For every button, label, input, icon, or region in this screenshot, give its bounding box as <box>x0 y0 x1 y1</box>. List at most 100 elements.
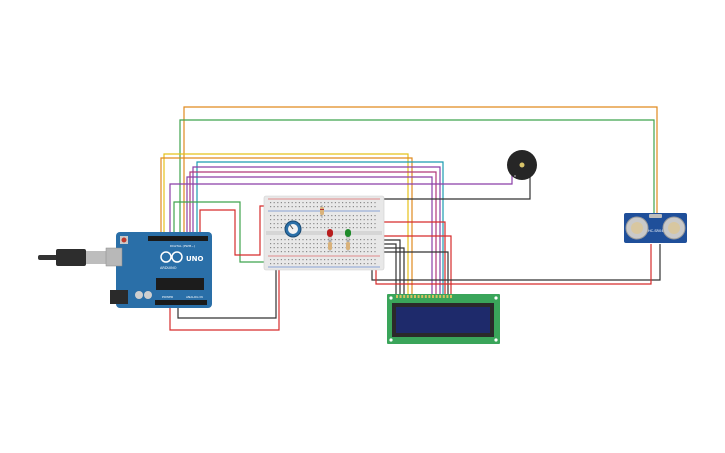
breadboard-hole <box>331 251 333 253</box>
breadboard-hole <box>370 251 372 253</box>
wire-black-gnd[interactable] <box>177 268 277 319</box>
breadboard-hole <box>345 239 347 241</box>
breadboard-hole <box>356 219 358 221</box>
wire-red-sensor[interactable] <box>375 244 652 285</box>
resistor-3[interactable] <box>346 240 350 252</box>
breadboard-hole <box>277 263 279 265</box>
breadboard-hole <box>295 243 297 245</box>
wire-orange-lcd[interactable] <box>160 157 413 295</box>
digital-header <box>148 236 208 241</box>
breadboard-hole <box>284 247 286 249</box>
led-green[interactable] <box>345 229 351 242</box>
breadboard-hole <box>327 251 329 253</box>
breadboard-hole <box>298 263 300 265</box>
breadboard-hole <box>273 223 275 225</box>
breadboard-hole <box>342 243 344 245</box>
piezo-buzzer[interactable] <box>507 150 537 180</box>
resistor-1[interactable] <box>320 205 324 218</box>
wire-black-lcd-2[interactable] <box>380 243 397 295</box>
wire-red-lcd[interactable] <box>380 235 452 295</box>
breadboard-hole <box>284 243 286 245</box>
wire-black-buzzer[interactable] <box>380 172 531 200</box>
wire-black-lcd-1[interactable] <box>380 239 401 295</box>
wire-black-sensor[interactable] <box>371 244 661 281</box>
breadboard-hole <box>331 219 333 221</box>
breadboard-hole <box>363 239 365 241</box>
breadboard-hole <box>320 202 322 204</box>
lcd-mount-hole-1 <box>389 296 393 300</box>
breadboard-hole <box>298 259 300 261</box>
wire-red-5v[interactable] <box>169 268 280 331</box>
breadboard-hole <box>284 239 286 241</box>
breadboard-hole <box>313 223 315 225</box>
digital-label: DIGITAL (PWM~) <box>170 244 195 248</box>
breadboard-hole <box>331 223 333 225</box>
wire-red-bb[interactable] <box>199 205 268 256</box>
breadboard-hole <box>360 215 362 217</box>
breadboard[interactable] <box>263 195 385 271</box>
breadboard-hole <box>302 223 304 225</box>
usb-plug <box>56 249 86 266</box>
breadboard-hole <box>277 247 279 249</box>
breadboard-hole <box>291 251 293 253</box>
breadboard-hole <box>284 223 286 225</box>
breadboard-hole <box>273 259 275 261</box>
breadboard-hole <box>302 263 304 265</box>
breadboard-hole <box>342 247 344 249</box>
breadboard-hole <box>277 223 279 225</box>
breadboard-hole <box>338 215 340 217</box>
breadboard-hole <box>363 243 365 245</box>
breadboard-hole <box>313 259 315 261</box>
breadboard-hole <box>270 247 272 249</box>
arduino-uno[interactable]: UNO ARDUINO DIGITAL (PWM~) POWER ANALOG … <box>38 232 212 308</box>
breadboard-hole <box>302 247 304 249</box>
breadboard-hole <box>284 202 286 204</box>
wire-yellow-lcd[interactable] <box>163 153 409 295</box>
wire-black-lcd-4[interactable] <box>380 251 449 295</box>
breadboard-hole <box>316 247 318 249</box>
breadboard-hole <box>313 215 315 217</box>
lcd-display[interactable] <box>387 294 500 344</box>
breadboard-hole <box>349 223 351 225</box>
breadboard-hole <box>295 259 297 261</box>
uno-label: UNO <box>186 255 204 263</box>
wire-purple-buzzer[interactable] <box>169 174 513 238</box>
ultrasonic-sensor[interactable]: HC-SR04 <box>624 213 687 243</box>
wire-green-sensor[interactable] <box>179 119 655 238</box>
breadboard-hole <box>360 202 362 204</box>
breadboard-hole <box>342 259 344 261</box>
breadboard-hole <box>324 239 326 241</box>
wire-magenta-lcd[interactable] <box>189 171 437 295</box>
breadboard-hole <box>349 251 351 253</box>
breadboard-hole <box>270 219 272 221</box>
led-red[interactable] <box>327 229 333 242</box>
breadboard-hole <box>320 243 322 245</box>
breadboard-hole <box>327 202 329 204</box>
breadboard-hole <box>327 259 329 261</box>
wire-black-lcd-3[interactable] <box>380 247 405 295</box>
wire-orange-sensor[interactable] <box>183 106 658 238</box>
breadboard-hole <box>349 206 351 208</box>
breadboard-hole <box>306 202 308 204</box>
breadboard-hole <box>298 251 300 253</box>
breadboard-hole <box>374 223 376 225</box>
potentiometer[interactable] <box>284 220 302 238</box>
breadboard-hole <box>306 215 308 217</box>
breadboard-hole <box>345 202 347 204</box>
breadboard-hole <box>345 223 347 225</box>
resistor-2[interactable] <box>328 240 332 252</box>
wire-green-bb[interactable] <box>173 201 268 263</box>
breadboard-hole <box>302 227 304 229</box>
breadboard-hole <box>367 259 369 261</box>
wire-teal-lcd[interactable] <box>196 161 444 295</box>
breadboard-center-channel <box>266 231 382 235</box>
breadboard-hole <box>334 202 336 204</box>
breadboard-hole <box>342 251 344 253</box>
lcd-pin <box>406 295 409 298</box>
breadboard-hole <box>313 239 315 241</box>
breadboard-hole <box>313 263 315 265</box>
breadboard-hole <box>284 206 286 208</box>
breadboard-hole <box>280 243 282 245</box>
breadboard-hole <box>306 263 308 265</box>
